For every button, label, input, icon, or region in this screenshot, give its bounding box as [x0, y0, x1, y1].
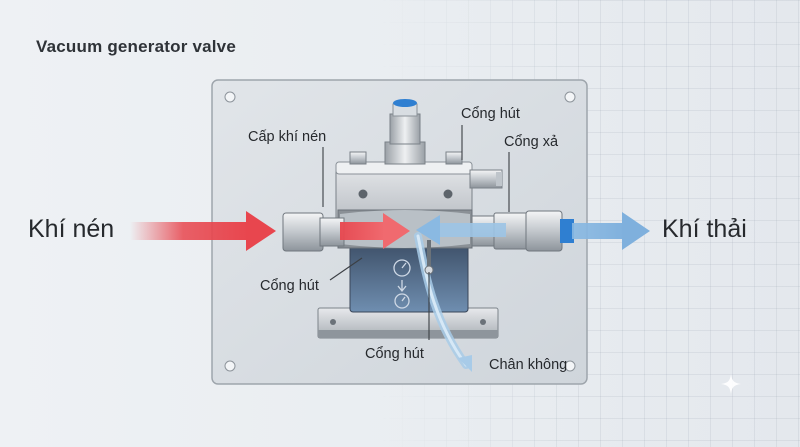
suction-port-left-label: Cổng hút	[260, 278, 319, 294]
suction-port-bottom-label: Cổng hút	[365, 346, 424, 362]
top-fitting	[384, 99, 426, 165]
exhaust-air-arrow	[572, 212, 650, 250]
lower-body	[349, 239, 469, 313]
internal-exhaust-flow	[416, 215, 506, 245]
sparkle-icon	[721, 374, 741, 394]
leader-lines	[322, 125, 510, 340]
compressed-air-label: Khí nén	[28, 215, 115, 243]
vacuum-gauge-icon	[393, 259, 411, 277]
internal-air-flow	[340, 213, 410, 249]
air-supply-label: Cấp khí nén	[248, 129, 327, 145]
vacuum-flow-curve	[414, 232, 472, 372]
exhaust-port-fitting	[469, 169, 503, 189]
suction-port-top-label: Cổng hút	[461, 106, 520, 122]
diagram-title: Vacuum generator valve	[36, 37, 236, 56]
exhaust-port-label: Cổng xả	[504, 134, 559, 150]
inlet-fitting	[282, 212, 345, 252]
exhaust-air-label: Khí thải	[662, 215, 747, 243]
base-plate	[317, 307, 499, 339]
compressed-air-arrow	[130, 211, 276, 251]
vacuum-label: Chân không	[489, 357, 568, 373]
